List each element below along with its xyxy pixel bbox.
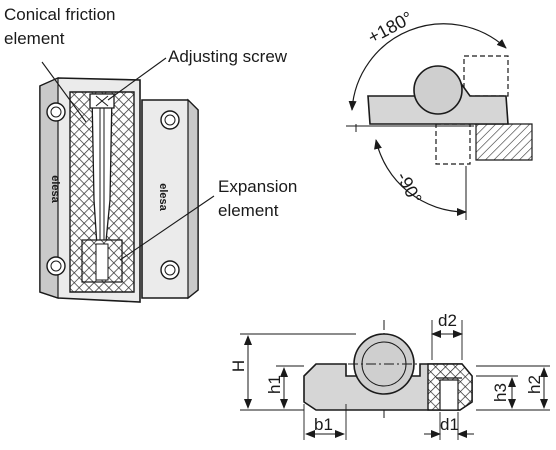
dim-label-h2: h2	[525, 375, 544, 394]
callout-leaders	[41, 57, 215, 261]
hinge-mounting-holes	[46, 102, 180, 280]
callout-adjusting-screw: Adjusting screw	[168, 47, 288, 66]
dim-label-h1: h1	[265, 375, 284, 394]
dim-label-H: H	[229, 360, 248, 372]
hinge-right-logo: elesa	[157, 183, 169, 211]
callout-expansion-line2: element	[218, 201, 279, 220]
dimension-lines	[240, 320, 550, 440]
dim-label-d1: d1	[440, 415, 459, 434]
dim-label-d2: d2	[438, 311, 457, 330]
angle-negative-label: -90°	[392, 168, 425, 207]
arc-positive	[348, 23, 507, 111]
callout-conical-friction-line1: Conical friction	[4, 5, 116, 24]
section-view	[303, 320, 473, 418]
section-bore	[439, 379, 459, 411]
dim-label-h3: h3	[491, 383, 510, 402]
rotated-position-up	[463, 55, 509, 97]
fixed-support	[475, 123, 533, 161]
dim-label-b1: b1	[314, 415, 333, 434]
rotation-hinge-pin	[413, 65, 463, 115]
rotation-diagram: +180° -90°	[346, 7, 533, 220]
hinge-3d-view: elesa elesa	[39, 77, 199, 303]
hinge-left-logo: elesa	[49, 175, 61, 203]
rotated-position-down	[435, 123, 471, 165]
arc-negative	[374, 139, 467, 217]
callout-expansion-line1: Expansion	[218, 177, 297, 196]
callout-conical-friction-line2: element	[4, 29, 65, 48]
